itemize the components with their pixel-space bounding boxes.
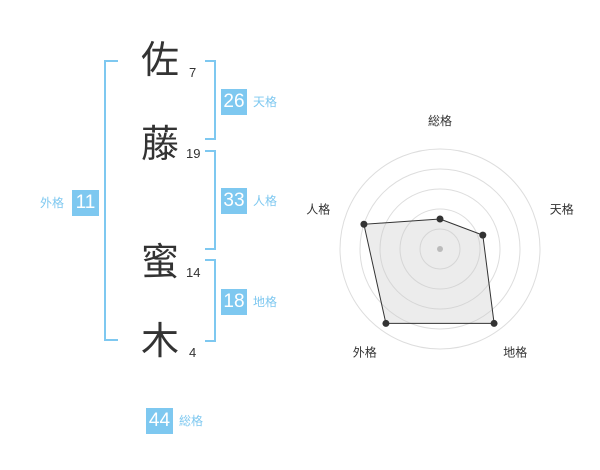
gaikaku-label: 外格 (40, 196, 65, 210)
jinkaku-bracket (205, 150, 216, 250)
jinkaku-label: 人格 (253, 194, 278, 208)
radar-point (479, 231, 487, 239)
soukaku-value-badge: 44 (146, 408, 173, 434)
radar-point (436, 215, 444, 223)
stroke-count-2: 19 (186, 146, 201, 161)
gaikaku-bracket (104, 60, 118, 341)
chikaku-label: 地格 (253, 295, 278, 309)
name-char-3: 蜜 (140, 240, 179, 284)
radar-center-dot (437, 246, 443, 252)
name-char-2: 藤 (140, 122, 179, 166)
radar-point (382, 319, 390, 327)
radar-ring (379, 188, 501, 310)
radar-axis-label: 人格 (306, 201, 330, 216)
radar-axis-label: 天格 (550, 201, 574, 216)
soukaku-label: 総格 (179, 414, 204, 428)
radar-point (490, 319, 498, 327)
name-char-4: 木 (140, 319, 179, 363)
stroke-count-3: 14 (186, 265, 201, 280)
stroke-count-1: 7 (189, 65, 197, 80)
name-char-1: 佐 (140, 38, 179, 82)
radar-ring (359, 168, 521, 330)
radar-point (360, 220, 368, 228)
radar-ring (419, 228, 461, 270)
tenkaku-bracket (205, 60, 216, 140)
radar-points (360, 215, 498, 327)
chikaku-bracket (205, 259, 216, 342)
radar-axis-label: 総格 (428, 113, 452, 128)
radar-polygon (363, 218, 495, 324)
radar-axis-label: 外格 (353, 345, 377, 360)
radar-ring (399, 208, 481, 290)
tenkaku-label: 天格 (253, 95, 278, 109)
chikaku-value-badge: 18 (221, 289, 247, 315)
radar-ring (339, 148, 541, 350)
radar-axis-label: 地格 (503, 345, 527, 360)
tenkaku-value-badge: 26 (221, 89, 247, 115)
stroke-count-4: 4 (189, 345, 197, 360)
gaikaku-value-badge: 11 (72, 190, 99, 216)
radar-grid (339, 148, 541, 350)
jinkaku-value-badge: 33 (221, 188, 247, 214)
